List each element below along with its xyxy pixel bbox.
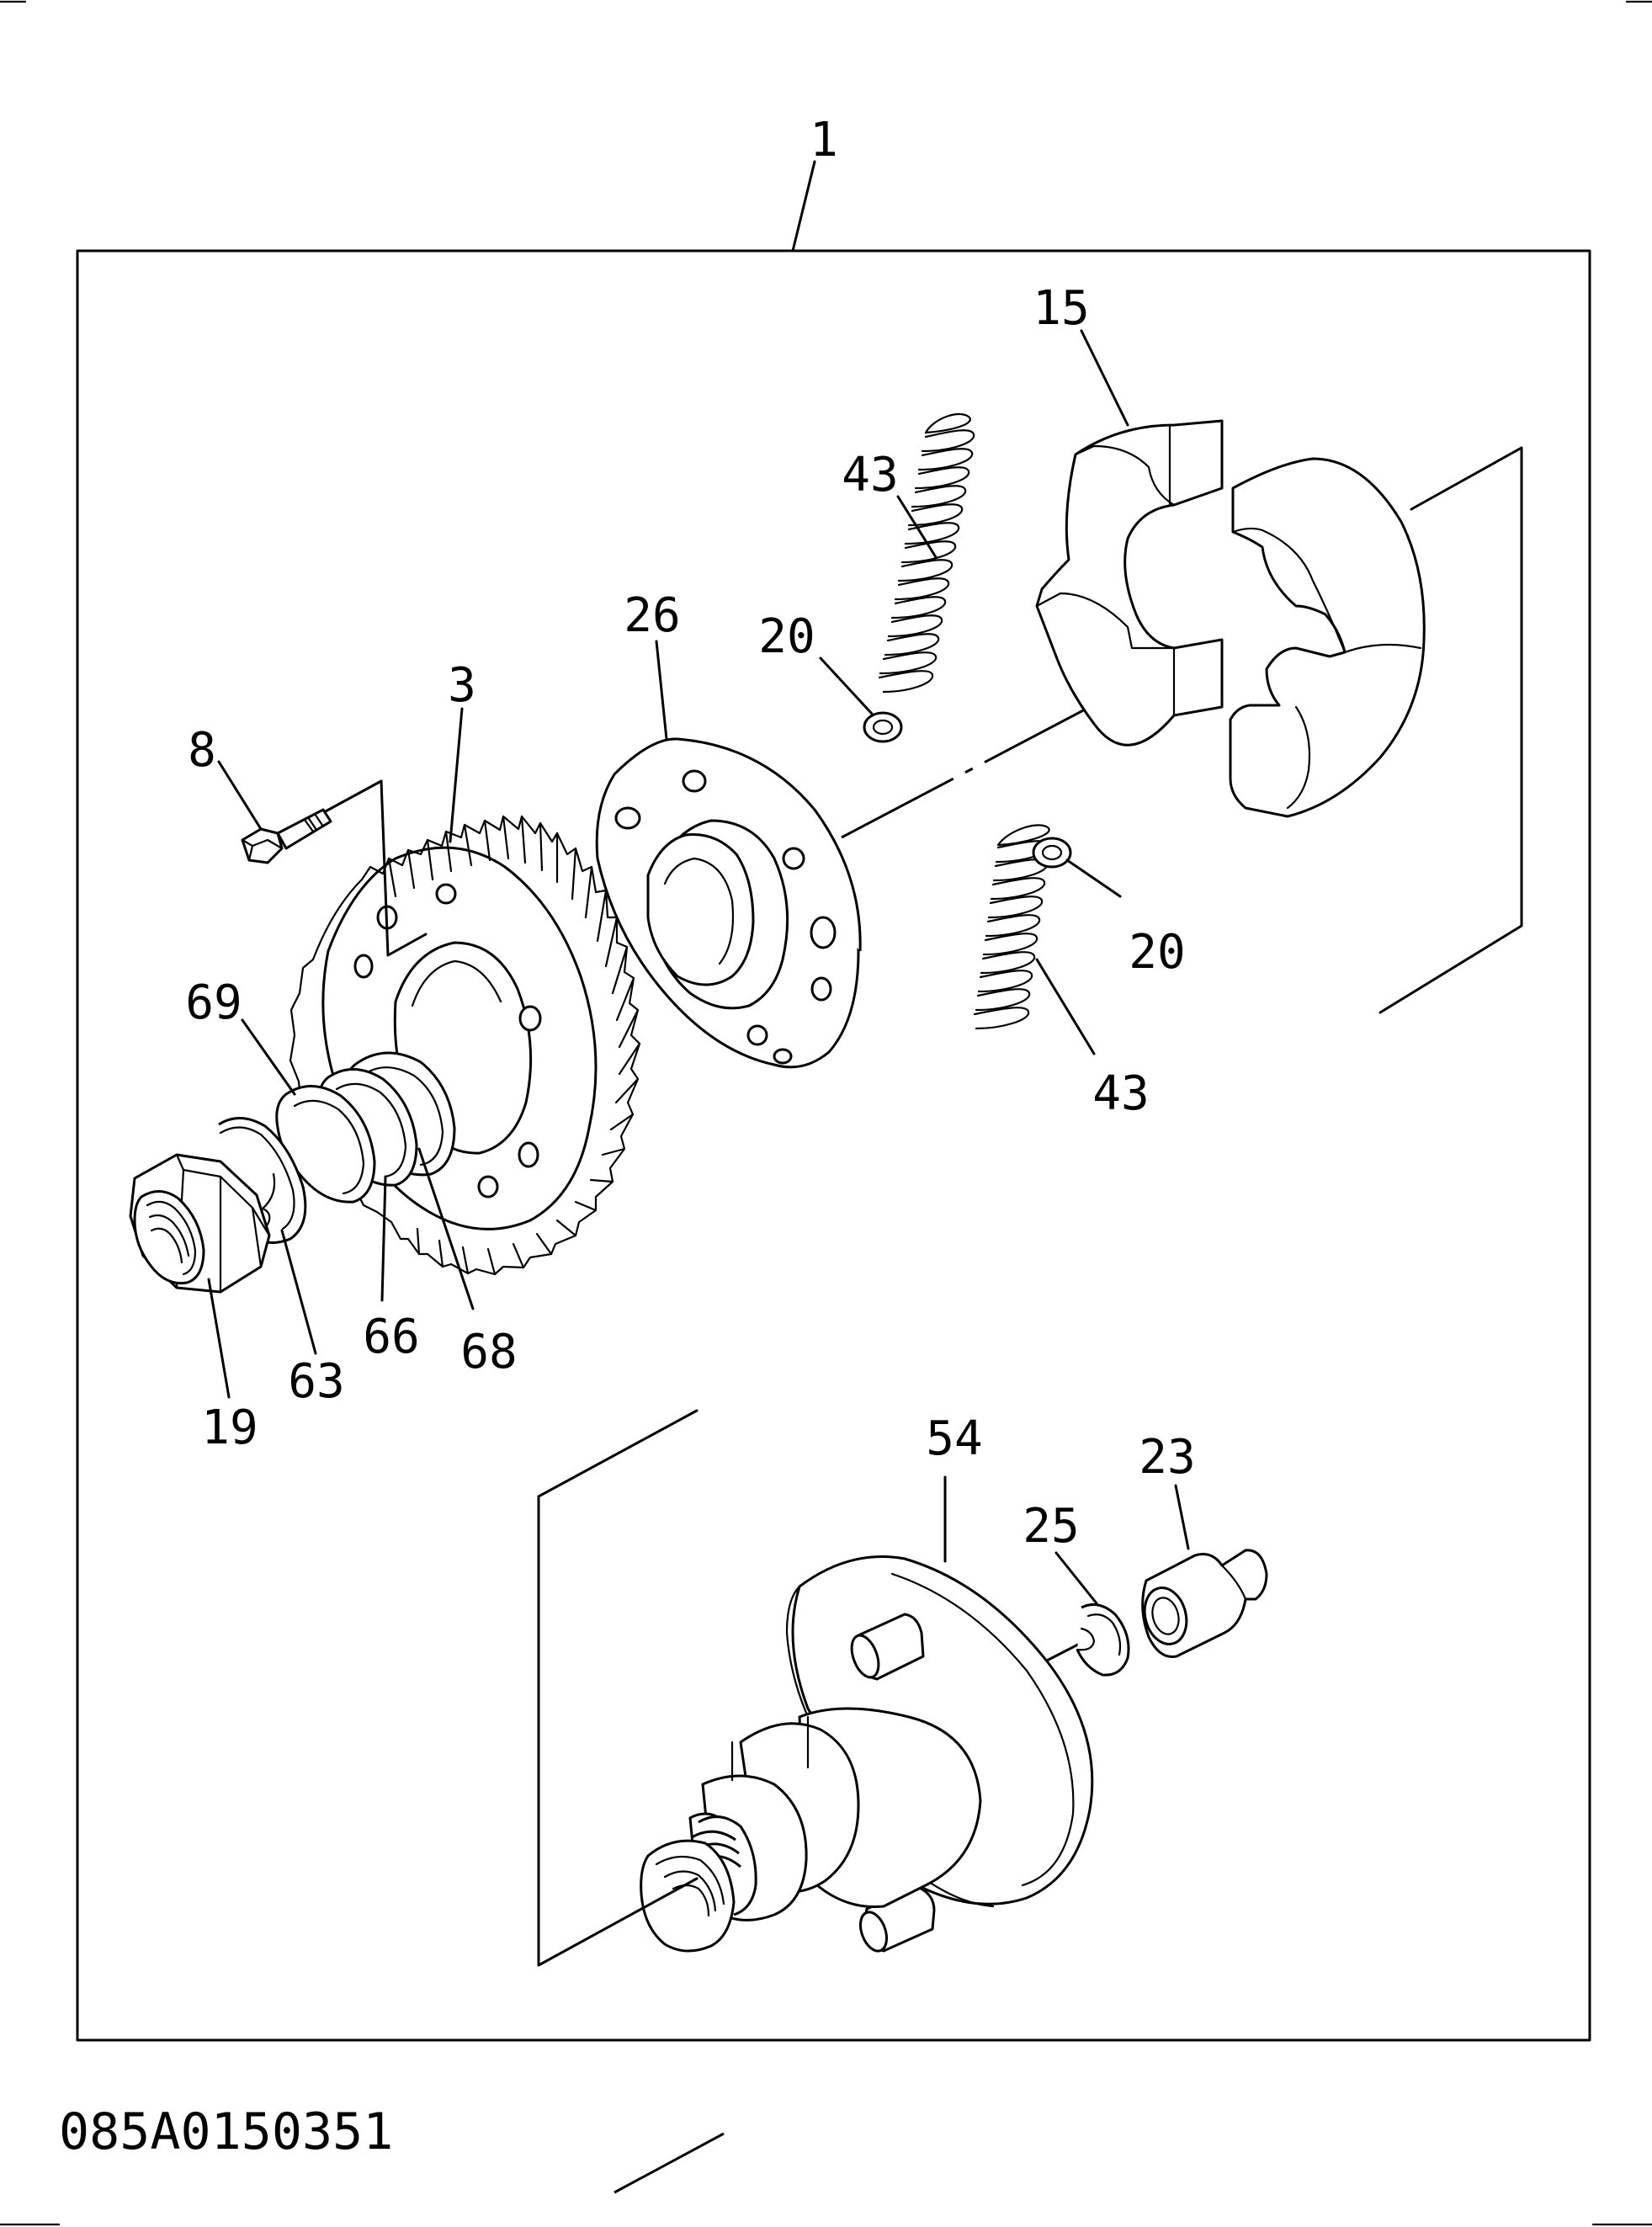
leader-lines — [207, 160, 1190, 1605]
snap-ring — [1076, 1602, 1130, 1677]
callout-69: 69 — [185, 975, 242, 1030]
hex-nut — [129, 1153, 271, 1294]
callout-54: 54 — [926, 1411, 982, 1466]
callout-43-top: 43 — [842, 448, 898, 502]
callout-26: 26 — [624, 588, 680, 643]
coupling-assembly — [1035, 419, 1426, 818]
drawing-number: 085A0150351 — [59, 2102, 393, 2161]
washer-right — [1032, 837, 1072, 869]
callout-25: 25 — [1023, 1499, 1079, 1554]
callout-66: 66 — [363, 1310, 419, 1364]
bracket-lines — [537, 446, 1523, 1967]
callout-68: 68 — [460, 1325, 517, 1379]
spring-top — [878, 413, 975, 694]
callout-1: 1 — [810, 113, 838, 167]
callout-20-top: 20 — [758, 609, 815, 664]
bushing — [1141, 1549, 1268, 1659]
callout-20-right: 20 — [1129, 925, 1185, 980]
flange-plate — [595, 737, 862, 1069]
callout-labels: 1 15 43 26 20 3 8 20 69 43 66 68 63 19 5… — [185, 113, 1195, 1554]
gear — [289, 815, 641, 1276]
shaft-hub — [640, 1555, 1094, 1953]
callout-3: 3 — [448, 658, 476, 713]
lock-washer — [218, 1117, 307, 1244]
callout-19: 19 — [201, 1401, 258, 1455]
callout-8: 8 — [188, 723, 216, 778]
assembly-frame — [76, 249, 1591, 2042]
ring-69 — [275, 1085, 376, 1204]
bolt — [241, 808, 332, 864]
callout-43-bottom: 43 — [1092, 1066, 1149, 1121]
callout-63: 63 — [288, 1354, 344, 1409]
spring-bottom — [973, 824, 1051, 1030]
callout-15: 15 — [1033, 281, 1089, 336]
washer-top — [863, 711, 903, 743]
bolt-axis-line — [322, 779, 428, 957]
callout-23: 23 — [1139, 1430, 1195, 1485]
